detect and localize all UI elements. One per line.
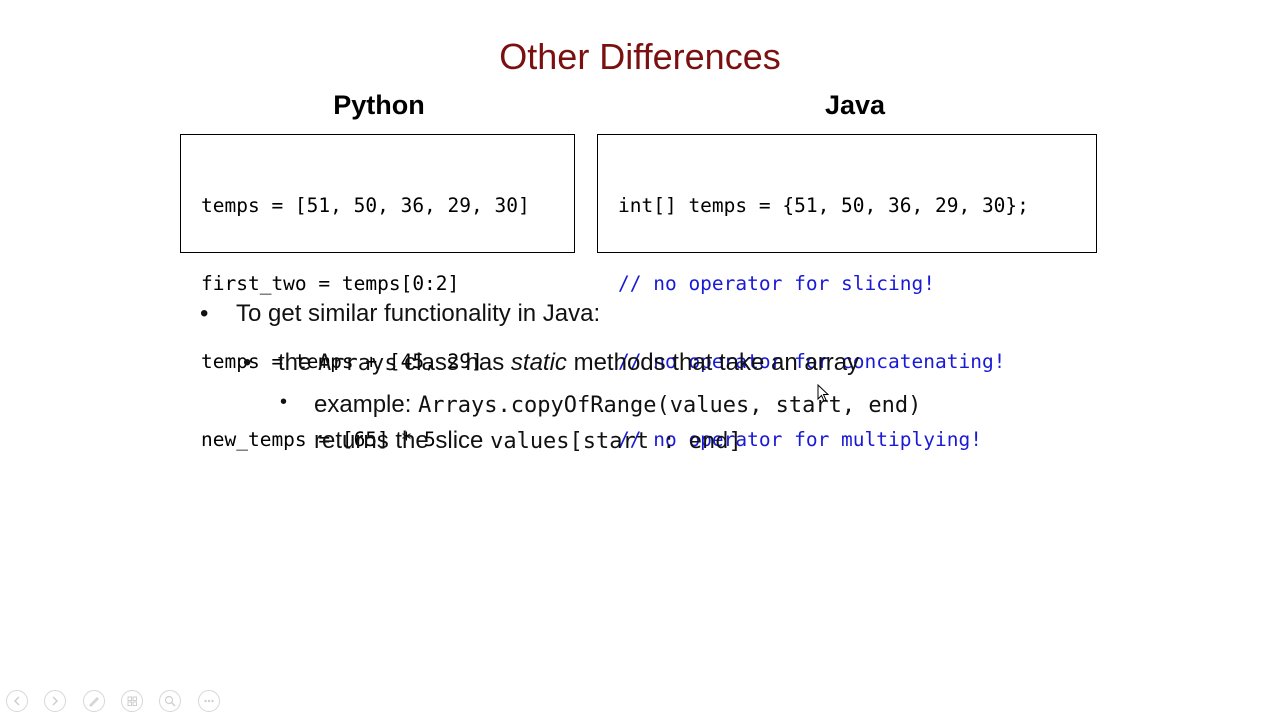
code-run: Arrays <box>318 351 398 376</box>
text-run: class has <box>397 349 511 376</box>
bullet-text: example: Arrays.copyOfRange(values, star… <box>314 391 921 419</box>
text-run: methods that take an array <box>566 349 860 376</box>
java-heading: Java <box>824 90 886 120</box>
text-run: the <box>278 349 319 376</box>
code-run: Arrays.copyOfRange(values, start, end) <box>418 393 922 418</box>
python-code-box: temps = [51, 50, 36, 29, 30] first_two =… <box>180 134 575 451</box>
slide-title: Other Differences <box>499 36 781 77</box>
code-run: values[start : end] <box>490 429 742 454</box>
bullet-dot: • <box>243 349 252 376</box>
text-run: returns the slice <box>314 427 491 454</box>
python-code-line: new_temps = [65] * 5 <box>201 428 436 451</box>
java-code-line: int[] temps = {51, 50, 36, 29, 30}; <box>618 194 1029 217</box>
python-code-line: temps = [51, 50, 36, 29, 30] <box>201 194 530 217</box>
slide-grid-icon[interactable] <box>121 690 143 712</box>
emphasis-run: static <box>510 349 567 376</box>
next-icon[interactable] <box>44 690 66 712</box>
previous-icon[interactable] <box>6 690 28 712</box>
bullet-text: the Arrays class has static methods that… <box>278 349 859 377</box>
text-run: example: <box>314 391 419 418</box>
python-code-line: temps = temps + [45, 29] <box>201 350 483 373</box>
java-comment-line: // no operator for slicing! <box>618 272 935 295</box>
bullet-text-continuation: returns the slice values[start : end] <box>314 427 742 455</box>
java-comment-line: // no operator for multiplying! <box>618 428 982 451</box>
bullet-dot: • <box>280 391 288 413</box>
bullet-dot: • <box>200 300 209 327</box>
zoom-icon[interactable] <box>159 690 181 712</box>
java-code-box: int[] temps = {51, 50, 36, 29, 30}; // n… <box>597 134 1097 451</box>
python-heading: Python <box>333 90 425 120</box>
more-icon[interactable] <box>198 690 220 712</box>
java-comment-line: // no operator for concatenating! <box>618 350 1006 373</box>
python-code-line: first_two = temps[0:2] <box>201 272 460 295</box>
bullet-text: To get similar functionality in Java: <box>236 300 601 327</box>
pen-icon[interactable] <box>83 690 105 712</box>
mouse-cursor-icon <box>817 384 829 402</box>
